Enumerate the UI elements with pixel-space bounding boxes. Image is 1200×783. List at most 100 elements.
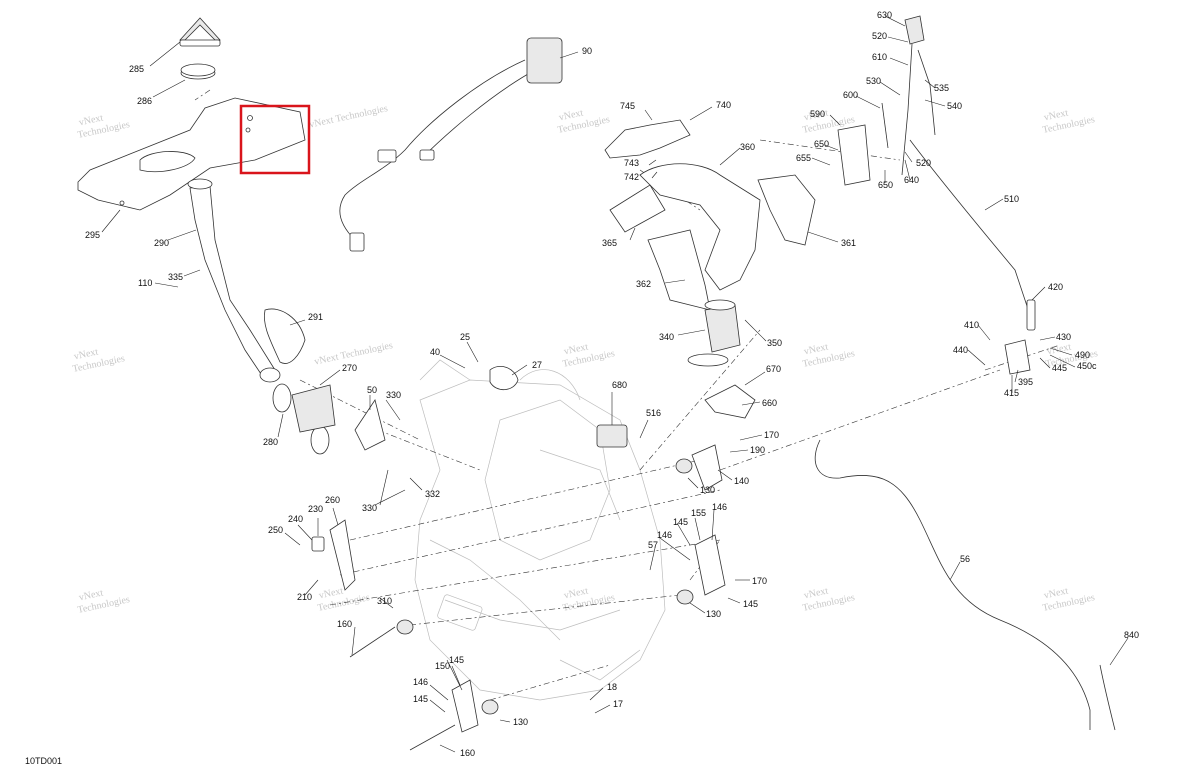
callout-330: 330 <box>386 390 401 400</box>
svg-text:vNext: vNext <box>803 341 829 357</box>
callout-445: 445 <box>1052 363 1067 373</box>
hose-clamps <box>272 383 336 455</box>
shift-knob <box>904 15 925 45</box>
callout-146c: 146 <box>657 530 672 540</box>
callout-410: 410 <box>964 320 979 330</box>
clamp-ring <box>180 63 216 80</box>
callout-743: 743 <box>624 158 639 168</box>
watermark: vNext Technologies <box>562 341 616 369</box>
callout-155: 155 <box>691 508 706 518</box>
watermark: vNext Technologies <box>77 112 131 140</box>
callout-840: 840 <box>1124 630 1139 640</box>
callout-360: 360 <box>740 142 755 152</box>
watermark: vNext Technologies <box>557 107 611 135</box>
callout-260: 260 <box>325 495 340 505</box>
callout-670: 670 <box>766 364 781 374</box>
sensor-module <box>596 424 628 448</box>
callout-415: 415 <box>1004 388 1019 398</box>
callout-210: 210 <box>297 592 312 602</box>
callout-610: 610 <box>872 52 887 62</box>
wiring-harness <box>339 37 563 252</box>
callout-655: 655 <box>796 153 811 163</box>
callout-291: 291 <box>308 312 323 322</box>
callout-labels: 285 286 295 290 110 335 291 270 280 40 2… <box>85 10 1139 758</box>
callout-430: 430 <box>1056 332 1071 342</box>
svg-text:vNext: vNext <box>1043 585 1069 601</box>
callout-510: 510 <box>1004 194 1019 204</box>
svg-text:vNext: vNext <box>563 341 589 357</box>
callout-660: 660 <box>762 398 777 408</box>
watermark: vNext Technologies <box>1042 585 1096 613</box>
air-filter-cap <box>179 17 221 47</box>
callout-680: 680 <box>612 380 627 390</box>
callout-56: 56 <box>960 554 970 564</box>
shift-bracket <box>837 102 889 186</box>
callout-740: 740 <box>716 100 731 110</box>
callout-17: 17 <box>613 699 623 709</box>
callout-150: 150 <box>435 661 450 671</box>
watermark-group: vNext Technologies vNext Technologies vN… <box>72 103 1099 616</box>
svg-text:vNext: vNext <box>563 585 589 601</box>
svg-text:vNext: vNext <box>803 585 829 601</box>
callout-365: 365 <box>602 238 617 248</box>
callout-295: 295 <box>85 230 100 240</box>
callout-745: 745 <box>620 101 635 111</box>
heat-shield-plate <box>77 97 306 211</box>
callout-27: 27 <box>532 360 542 370</box>
callout-250: 250 <box>268 525 283 535</box>
callout-170: 170 <box>764 430 779 440</box>
exhaust-pipe <box>609 163 761 291</box>
watermark: vNext Technologies <box>308 103 389 130</box>
gasket-panel <box>354 399 386 451</box>
muffler <box>687 299 741 367</box>
svg-text:vNext: vNext <box>78 587 104 603</box>
callout-590: 590 <box>810 109 825 119</box>
callout-145c: 145 <box>673 517 688 527</box>
callout-640: 640 <box>904 175 919 185</box>
engine-mount-right <box>691 444 726 596</box>
watermark: vNext Technologies <box>72 346 126 374</box>
vent-hose-56 <box>814 439 1091 730</box>
callout-110: 110 <box>138 278 152 288</box>
callout-362: 362 <box>636 279 651 289</box>
leader-lines <box>101 15 1129 753</box>
callout-540: 540 <box>947 101 962 111</box>
shift-rod <box>909 139 1036 331</box>
callout-130c: 130 <box>706 609 721 619</box>
callout-146: 146 <box>413 677 428 687</box>
callout-146b: 146 <box>712 502 727 512</box>
callout-18: 18 <box>607 682 617 692</box>
callout-520b: 520 <box>916 158 931 168</box>
mount-bracket <box>604 119 691 159</box>
shift-lever <box>901 43 936 176</box>
callout-90: 90 <box>582 46 592 56</box>
watermark: vNext Technologies <box>1042 107 1096 135</box>
callout-650: 650 <box>814 139 829 149</box>
callout-650b: 650 <box>878 180 893 190</box>
bracket-660 <box>704 384 756 419</box>
callout-145d: 145 <box>743 599 758 609</box>
watermark: vNext Technologies <box>77 587 131 615</box>
callout-516: 516 <box>646 408 661 418</box>
callout-145b: 145 <box>413 694 428 704</box>
callout-450c: 450c <box>1077 361 1097 371</box>
duct-boot <box>263 308 306 364</box>
callout-230: 230 <box>308 504 323 514</box>
svg-text:vNext: vNext <box>558 107 584 123</box>
watermark: vNext Technologies <box>317 585 371 613</box>
callout-350: 350 <box>767 338 782 348</box>
callout-130b: 130 <box>700 485 715 495</box>
callout-270: 270 <box>342 363 357 373</box>
callout-490: 490 <box>1075 350 1090 360</box>
callout-57: 57 <box>648 540 658 550</box>
callout-530: 530 <box>866 76 881 86</box>
callout-440: 440 <box>953 345 968 355</box>
callout-330b: 330 <box>362 503 377 513</box>
callout-600: 600 <box>843 90 858 100</box>
callout-160b: 160 <box>460 748 475 758</box>
callout-240: 240 <box>288 514 303 524</box>
callout-420: 420 <box>1048 282 1063 292</box>
callout-190: 190 <box>750 445 765 455</box>
svg-text:vNext: vNext <box>1043 107 1069 123</box>
